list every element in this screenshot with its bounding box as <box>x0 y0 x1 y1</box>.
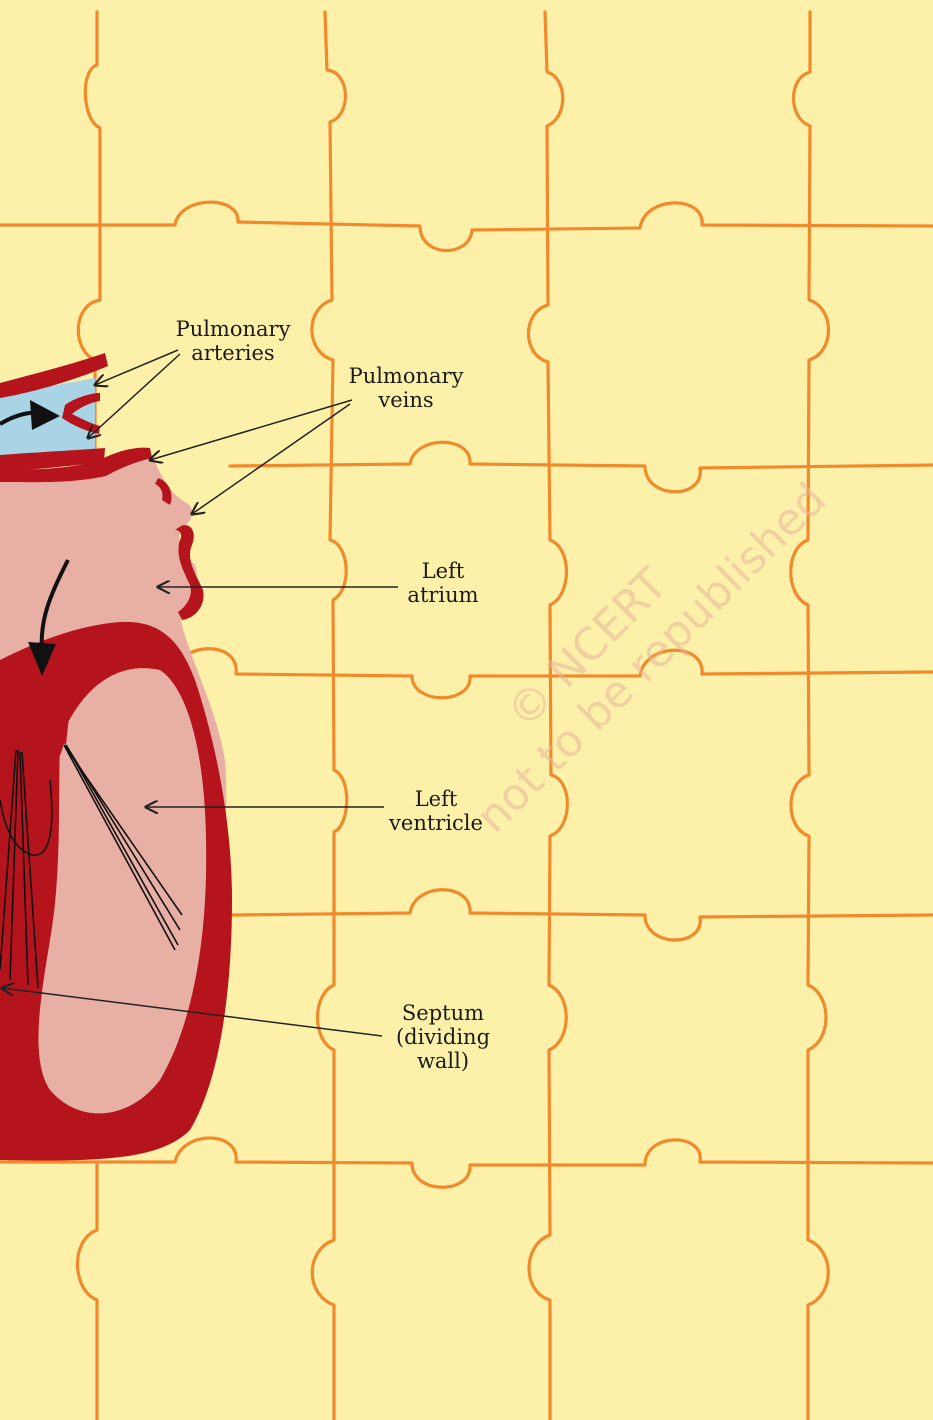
heart <box>0 353 232 1161</box>
puzzle-line-h4 <box>232 890 933 940</box>
label-septum-line3: wall) <box>388 1049 498 1073</box>
pointer-pulmonary-veins-1 <box>150 400 352 460</box>
label-pulmonary-veins: Pulmonary veins <box>340 364 472 412</box>
puzzle-line-v4 <box>791 12 829 1420</box>
puzzle-line-v1b <box>77 1165 97 1420</box>
label-left-atrium-line1: Left <box>398 559 488 583</box>
label-septum-line2: (dividing <box>388 1025 498 1049</box>
label-pulmonary-veins-line1: Pulmonary <box>340 364 472 388</box>
pointer-pulmonary-veins-2 <box>192 404 350 514</box>
label-pulmonary-arteries: Pulmonary arteries <box>168 317 298 365</box>
label-left-atrium: Left atrium <box>398 559 488 607</box>
label-septum: Septum (dividing wall) <box>388 1001 498 1073</box>
label-pulmonary-arteries-line1: Pulmonary <box>168 317 298 341</box>
puzzle-line-h1 <box>0 202 933 250</box>
label-left-atrium-line2: atrium <box>398 583 488 607</box>
label-septum-line1: Septum <box>388 1001 498 1025</box>
label-pulmonary-veins-line2: veins <box>340 388 472 412</box>
label-pulmonary-arteries-line2: arteries <box>168 341 298 365</box>
